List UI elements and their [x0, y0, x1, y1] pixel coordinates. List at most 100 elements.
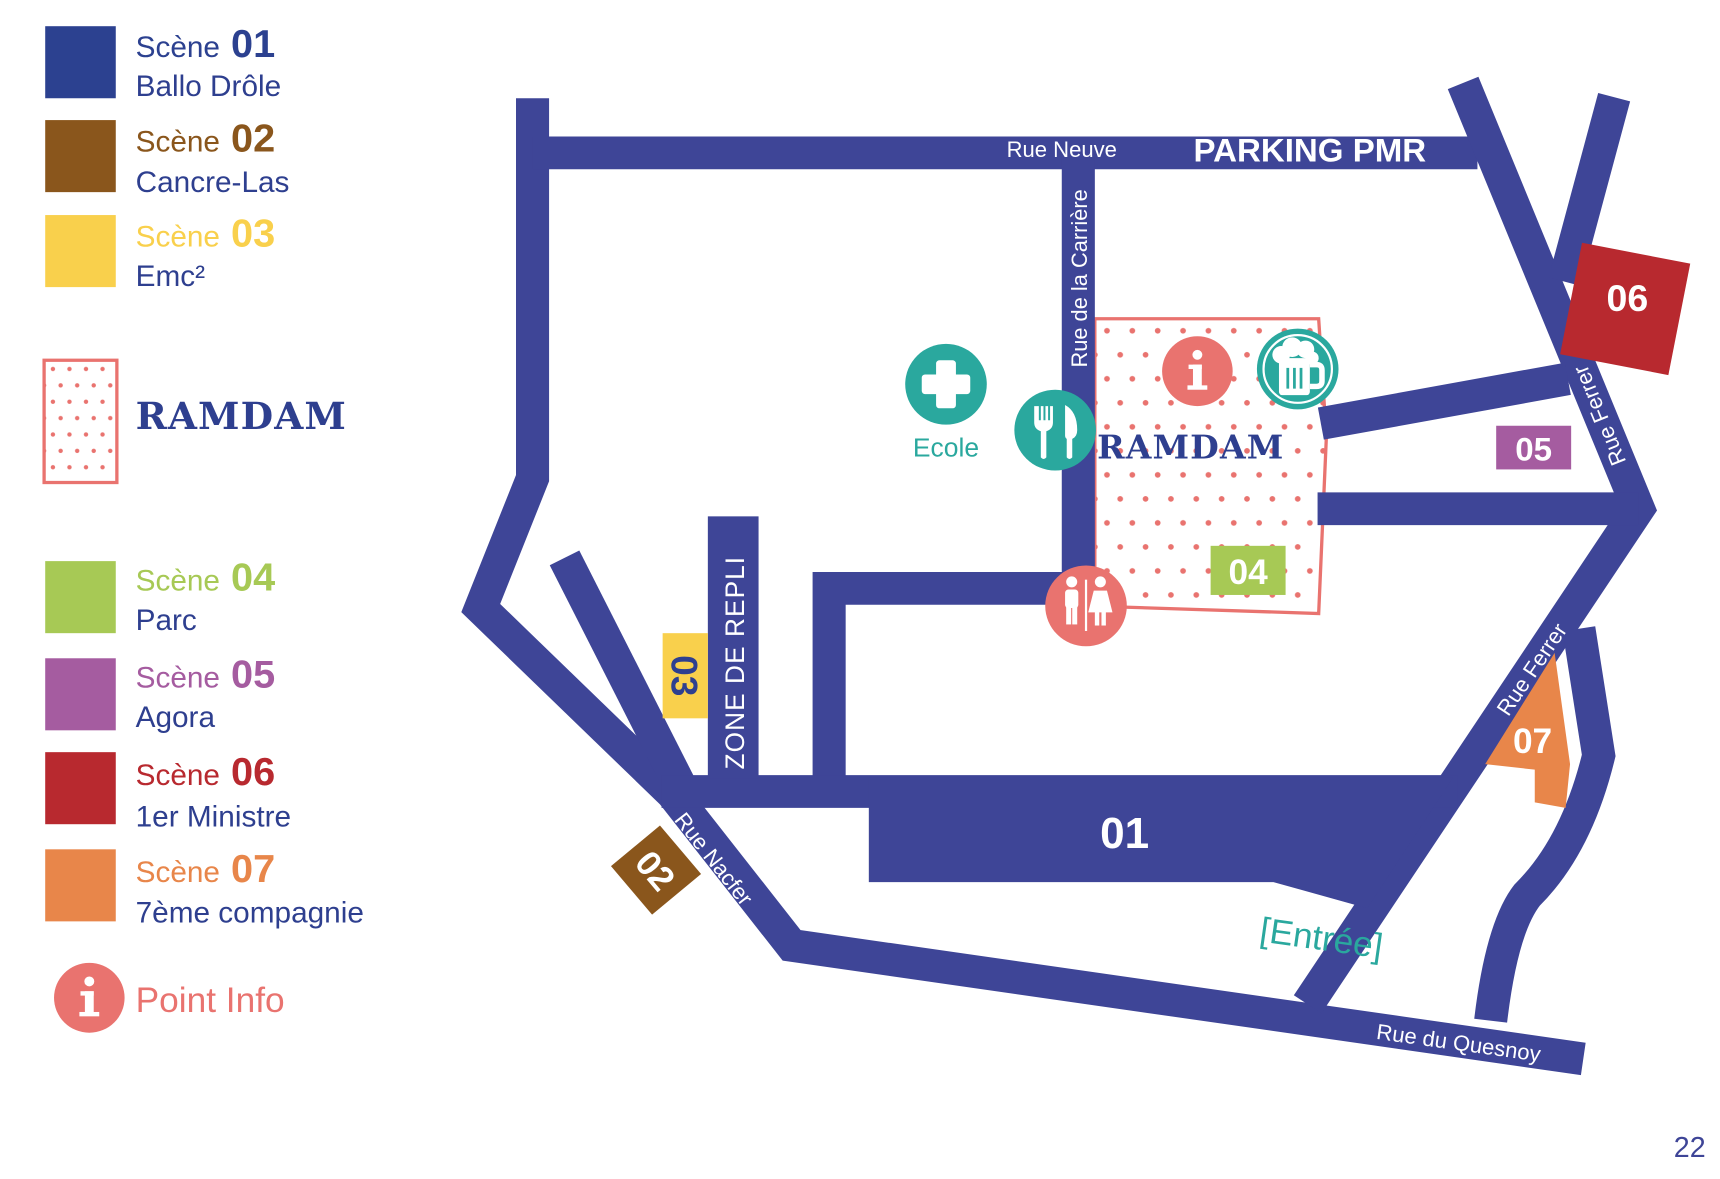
scene-word: Scène [136, 221, 220, 254]
stage-04-label: 04 [1228, 553, 1268, 592]
foam-4 [1305, 351, 1319, 365]
page-number: 22 [1674, 1132, 1706, 1164]
legend-swatch [45, 561, 116, 634]
road-west-loop-rue-nacfer-rue-du-quesnoy [461, 98, 1586, 1076]
legend-swatch [45, 120, 116, 193]
info-icon-stem [1192, 364, 1202, 388]
info-icon-serif-bottom [79, 1011, 100, 1017]
legend-item-scene-07: Scène 07 7ème compagnie [45, 847, 364, 929]
man-leg-left [1066, 605, 1072, 625]
stage-06-block [1560, 242, 1691, 376]
beer-mug-icon [1256, 328, 1339, 410]
road-east-upper [1317, 362, 1571, 440]
legend-swatch [45, 849, 116, 922]
toilets-icon [1045, 565, 1127, 647]
legend-item-scene-01: Scène 01 Ballo Drôle [45, 22, 281, 103]
stage-01-label: 01 [1100, 809, 1149, 858]
info-icon-serif-top [1188, 364, 1202, 369]
legend-item-scene-05: Scène 05 Agora [45, 653, 275, 734]
legend-scene-title: Scène 01 [136, 22, 276, 66]
stage-07-label: 07 [1513, 722, 1552, 761]
scene-number: 06 [231, 750, 275, 794]
legend-ramdam-label: RAMDAM [136, 394, 347, 438]
info-icon [54, 962, 125, 1033]
street-label-rue-neuve: Rue Neuve [1007, 137, 1117, 162]
first-aid-cross-icon [905, 343, 987, 425]
legend-scene-title: Scène 04 [136, 556, 276, 600]
legend-scene-title: Scène 03 [136, 212, 276, 256]
stage-marker-07: 07 [1485, 652, 1571, 808]
road-southeast-curve [1474, 626, 1616, 1023]
mug-stripes [1286, 367, 1303, 389]
legend-swatch [45, 26, 116, 99]
scene-word: Scène [136, 31, 220, 64]
scene-number: 07 [231, 847, 275, 891]
woman-head [1094, 576, 1106, 588]
legend-scene-name: Emc² [136, 260, 206, 293]
fork-shape [1034, 406, 1053, 460]
scene-number: 01 [231, 22, 275, 66]
legend-item-scene-04: Scène 04 Parc [45, 556, 275, 637]
woman-dress [1088, 590, 1113, 613]
street-label-carriere-group: Rue de la Carrière [1067, 189, 1092, 367]
bar-inner-ring [1262, 334, 1333, 404]
legend-ramdam-swatch [42, 358, 119, 485]
legend-scene-name: 1er Ministre [136, 801, 291, 834]
stage-07-block [1485, 652, 1571, 808]
knife-shape [1065, 405, 1078, 460]
stage-03-label-group: 03 [663, 655, 705, 696]
scene-number: 02 [231, 117, 275, 161]
legend-scene-name: Ballo Drôle [136, 70, 282, 103]
scene-number: 05 [231, 653, 275, 697]
legend-scene-name: Agora [136, 701, 216, 734]
legend-item-info: Point Info [54, 962, 285, 1033]
legend-item-scene-06: Scène 06 1er Ministre [45, 750, 291, 833]
stage-05-block [1496, 425, 1572, 470]
scene-word: Scène [136, 759, 220, 792]
stage-03-block [662, 633, 708, 719]
road-rue-de-la-carriere [812, 152, 1095, 778]
ramdam-map-label: RAMDAM [1097, 428, 1284, 467]
man-head [1066, 576, 1078, 588]
stage-05-label: 05 [1515, 431, 1552, 468]
restaurant-circle [1014, 389, 1096, 471]
legend-swatch [45, 752, 116, 825]
stage-marker-03: 03 [662, 633, 708, 719]
parking-pmr-label: PARKING PMR [1193, 132, 1426, 169]
legend-swatch [45, 215, 116, 288]
zone-de-repli-label: ZONE DE REPLI [720, 556, 750, 770]
stage-04-block [1210, 545, 1286, 595]
stage-02-block [610, 825, 702, 915]
scene-number: 03 [231, 212, 275, 256]
info-icon-dot [84, 976, 95, 987]
woman-leg-right [1101, 611, 1106, 626]
scene-word: Scène [136, 856, 220, 889]
legend-scene-name: Parc [136, 604, 197, 637]
legend-scene-title: Scène 05 [136, 653, 276, 697]
map: 06 05 04 03 02 07 01 Rue Neuve PARKING P… [461, 76, 1691, 1076]
legend-scene-title: Scène 06 [136, 750, 276, 794]
school-label: Ecole [913, 432, 979, 462]
legend-swatch [45, 658, 116, 731]
scene-word: Scène [136, 662, 220, 695]
stage-marker-05: 05 [1496, 425, 1572, 470]
woman-leg-left [1094, 611, 1100, 626]
scene-word: Scène [136, 565, 220, 598]
legend-scene-title: Scène 07 [136, 847, 276, 891]
info-icon-dot [1192, 349, 1203, 360]
road-blocks [707, 516, 1454, 909]
info-icon [1162, 336, 1233, 407]
mug-handle [1309, 361, 1325, 390]
scene-number: 04 [231, 556, 275, 600]
info-icon-serif-bottom [1187, 385, 1208, 390]
stage-06-label: 06 [1607, 277, 1649, 319]
info-icon-serif-top [80, 991, 94, 996]
legend-scene-name: Cancre-Las [136, 166, 290, 199]
cross-horizontal [921, 374, 971, 395]
man-leg-right [1072, 605, 1078, 625]
legend-scene-name: 7ème compagnie [136, 897, 364, 930]
stage-marker-04: 04 [1210, 545, 1286, 595]
